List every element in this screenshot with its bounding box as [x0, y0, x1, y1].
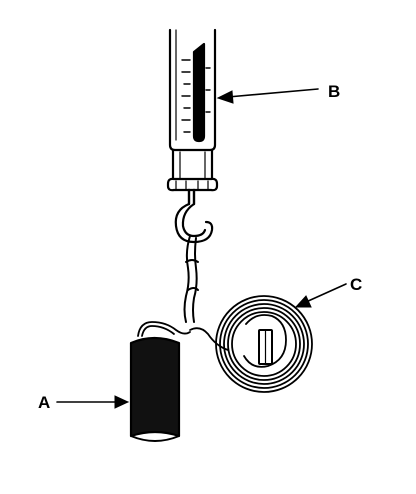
label-a: A	[38, 393, 50, 412]
cylindrical-post-icon	[129, 336, 181, 442]
wire-link-icon	[183, 235, 199, 323]
coil-spring-icon	[137, 295, 313, 393]
callout-arrow-b	[216, 88, 319, 104]
callout-arrow-c	[294, 283, 347, 308]
spring-scale-icon	[166, 28, 219, 244]
label-c: C	[350, 275, 362, 294]
label-b: B	[328, 82, 340, 101]
callout-arrow-a	[56, 395, 130, 409]
